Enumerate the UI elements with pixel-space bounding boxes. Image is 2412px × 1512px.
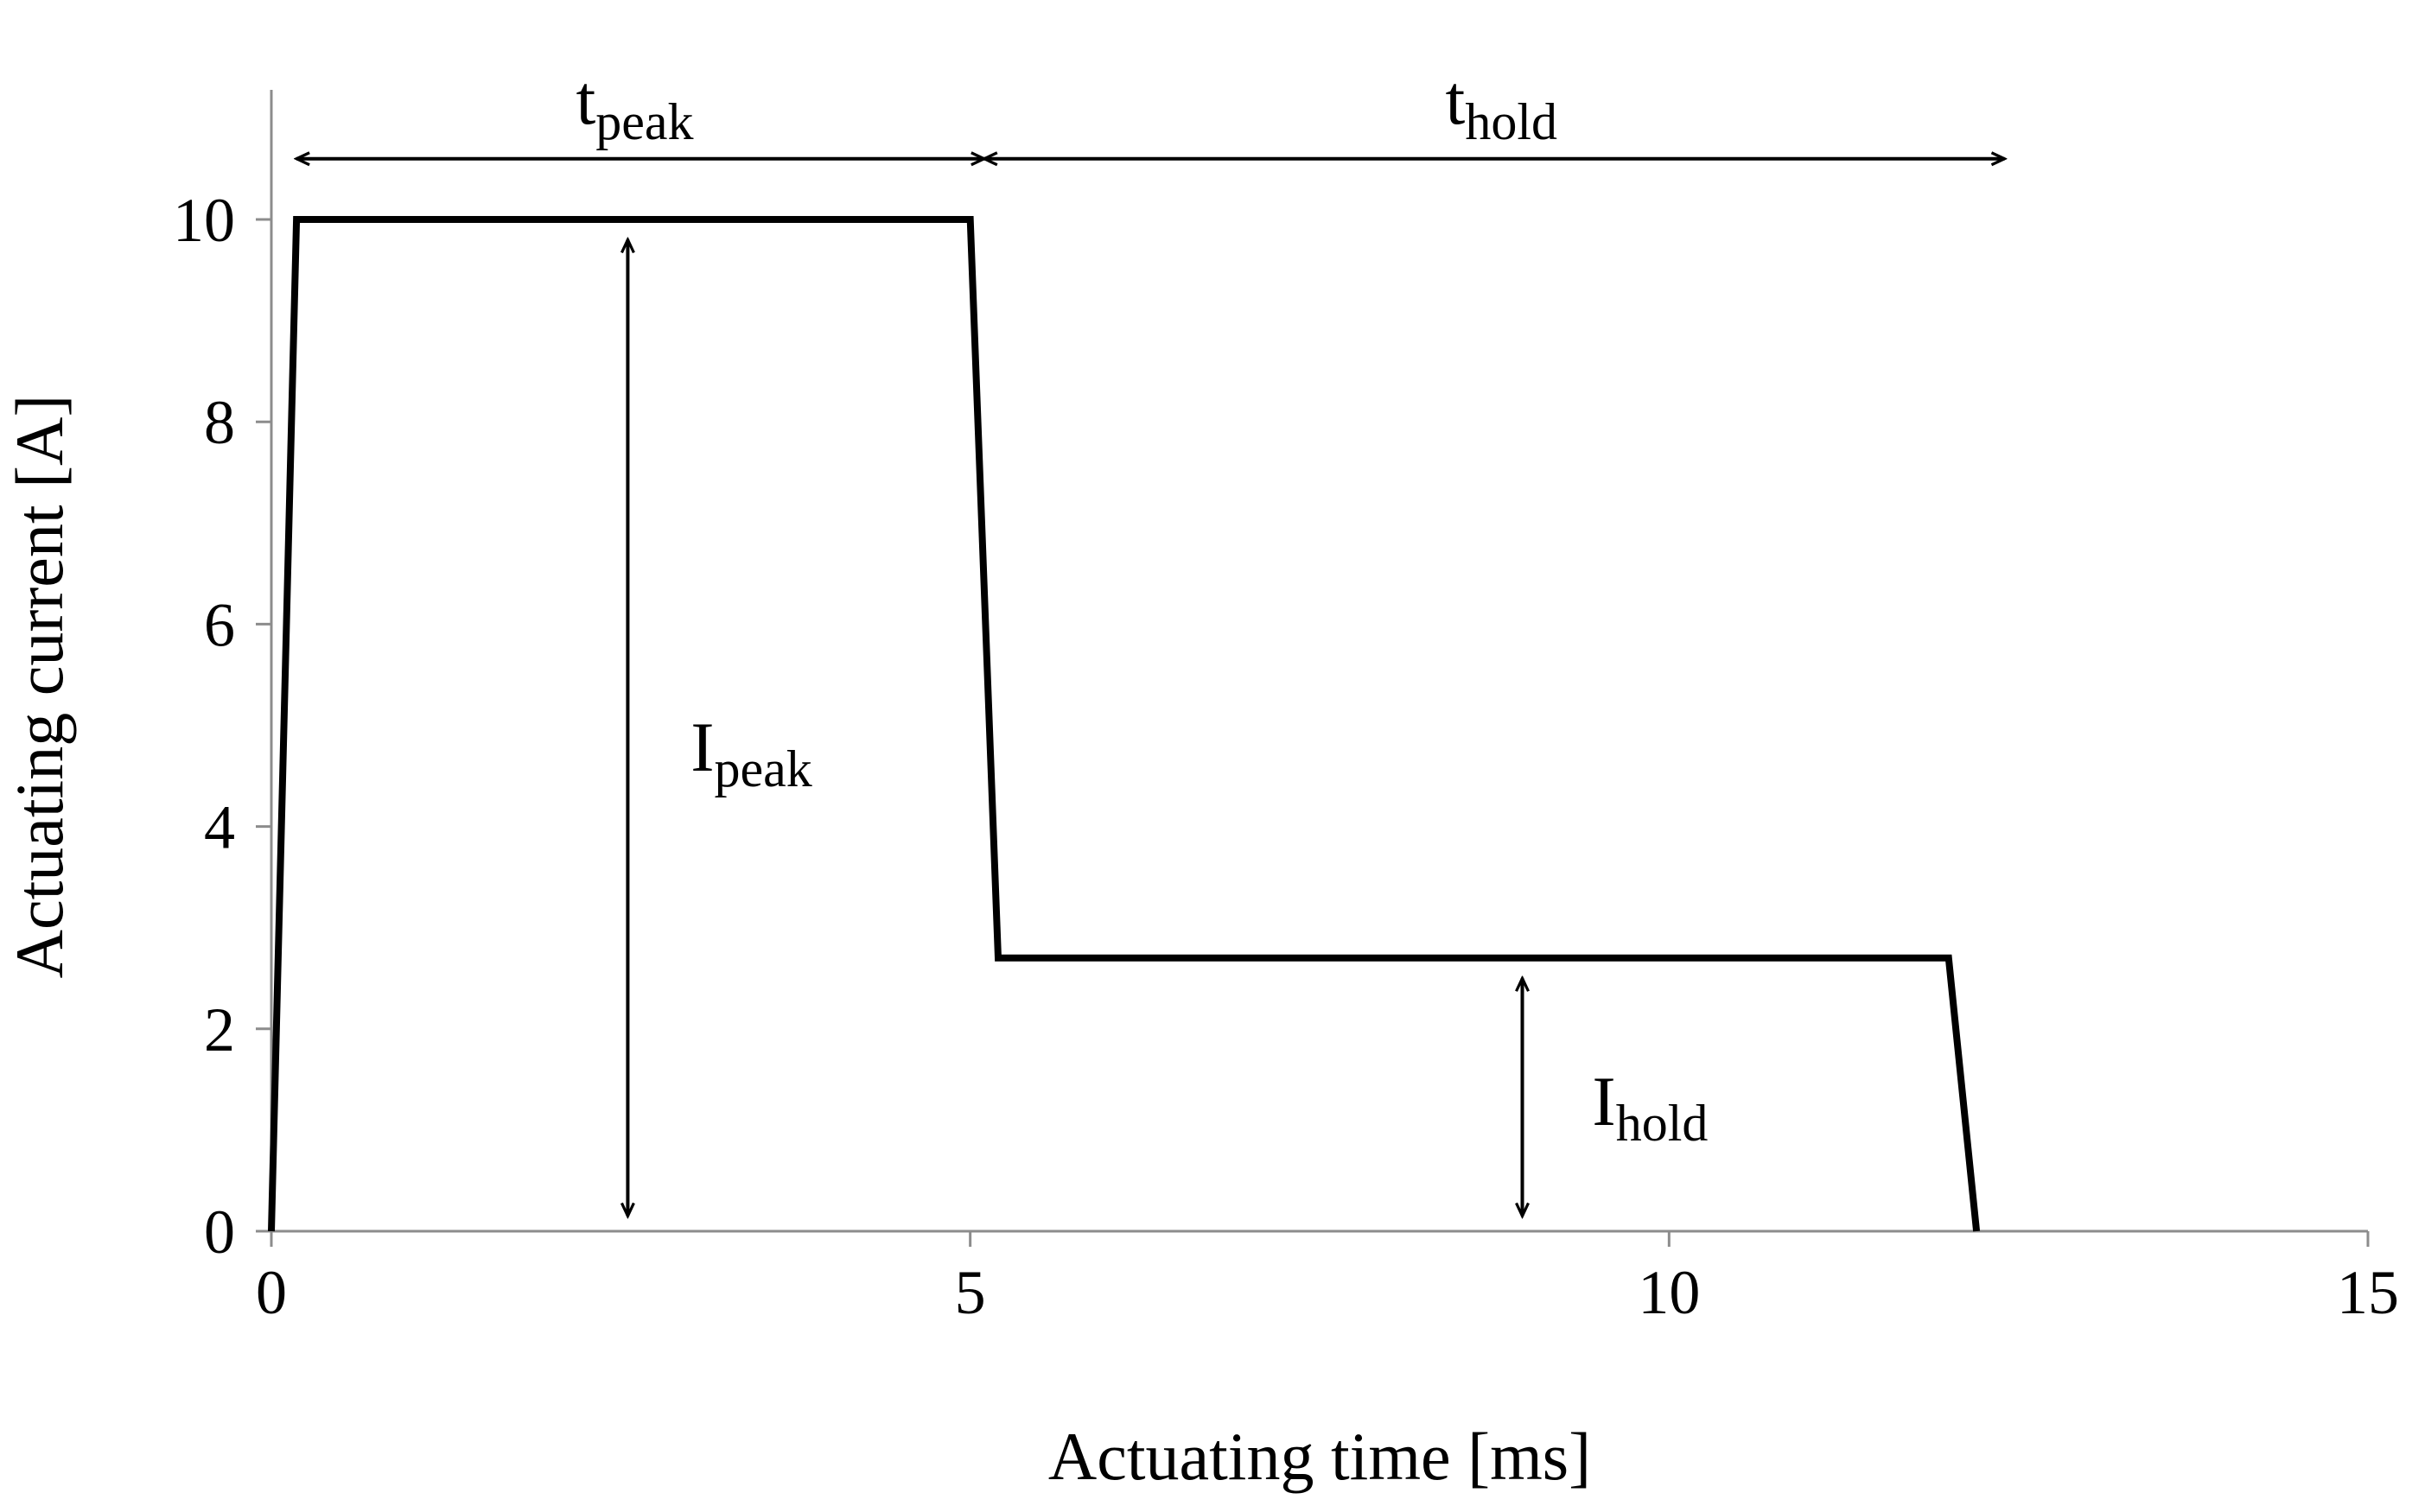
y-tick-label: 10	[173, 186, 235, 255]
annotation-label-t-peak: tpeak	[576, 60, 693, 150]
x-axis-title: Actuating time [ms]	[1048, 1419, 1591, 1494]
series-layer	[268, 216, 1981, 1232]
x-tick-label: 15	[2337, 1258, 2399, 1327]
y-tick-label: 0	[204, 1198, 235, 1267]
annotation-label-i-peak: Ipeak	[691, 708, 812, 797]
y-tick-label: 4	[204, 793, 235, 862]
y-tick-label: 6	[204, 590, 235, 659]
axes: 0 5 10 15 0 2 4 6 8 10	[173, 90, 2399, 1327]
annotation-label-i-hold: Ihold	[1592, 1062, 1708, 1152]
x-tick-label: 10	[1638, 1258, 1700, 1327]
x-tick-label: 0	[256, 1258, 287, 1327]
y-tick-label: 8	[204, 388, 235, 457]
y-axis-title: Actuating current [A]	[2, 395, 77, 979]
x-tick-label: 5	[955, 1258, 986, 1327]
y-tick-label: 2	[204, 995, 235, 1064]
annotation-label-t-hold: thold	[1446, 60, 1557, 150]
series-line-0	[268, 216, 1981, 1232]
